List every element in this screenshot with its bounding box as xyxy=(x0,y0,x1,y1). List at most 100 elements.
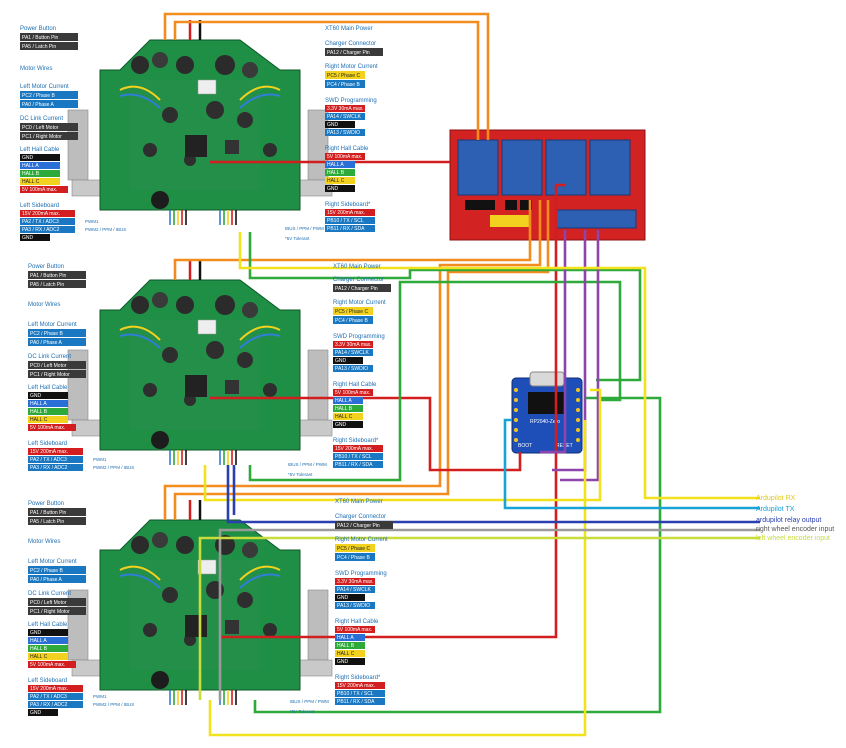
label-pc4: PC4 / Phase B xyxy=(327,82,360,88)
label-pc5: PC5 / Phase C xyxy=(327,73,360,79)
label-power-button: Power Button xyxy=(20,26,56,32)
label-pa3: PA3 / RX / ADC2 xyxy=(22,227,60,233)
label-charger: Charger Connector xyxy=(333,277,384,283)
board-2-right-labels: XT60 Main Power Charger Connector PA12 /… xyxy=(288,264,391,477)
label-pc0: PC0 / Left Motor xyxy=(30,600,67,606)
rp2040-zero-board: RP2040-Zero BOOT RESET xyxy=(511,371,583,454)
legend-ardupilot-rx: Ardupilot RX xyxy=(756,495,796,502)
legend-ardupilot-tx: Ardupilot TX xyxy=(756,506,795,513)
label-pwm1: PWM1 xyxy=(93,694,107,699)
label-gnd: GND xyxy=(337,595,349,601)
label-pa0: PA0 / Phase A xyxy=(30,577,63,583)
label-hall-a: HALL A xyxy=(22,163,39,169)
label-pa1: PA1 / Button Pin xyxy=(22,35,59,41)
label-hall-c: HALL C xyxy=(335,414,353,420)
label-pc5: PC5 / Phase C xyxy=(337,546,370,552)
label-pa0: PA0 / Phase A xyxy=(22,102,55,108)
label-pwm2: PWM2 / PPM / IBUS xyxy=(85,227,126,232)
label-15v: 15V 200mA max. xyxy=(327,210,365,216)
label-gnd-2: GND xyxy=(30,710,42,716)
mcu-model-label: RP2040-Zero xyxy=(530,419,560,425)
label-hall-c: HALL C xyxy=(22,179,40,185)
label-hall-a: HALL A xyxy=(30,401,47,407)
label-right-hall: Right Hall Cable xyxy=(335,619,379,625)
label-pa14: PA14 / SWCLK xyxy=(337,587,371,593)
label-5v: 5V 100mA max. xyxy=(327,154,362,160)
label-dc-link: DC Link Current xyxy=(28,354,71,360)
label-pwm1: PWM1 xyxy=(85,219,99,224)
label-pb10: PB10 / TX / SCL xyxy=(335,454,372,460)
label-left-motor-current: Left Motor Current xyxy=(20,84,69,90)
label-pa2: PA2 / TX / ADC3 xyxy=(22,219,59,225)
label-right-motor-current: Right Motor Current xyxy=(333,300,386,306)
wire-legend: Ardupilot RX Ardupilot TX ardupilot rela… xyxy=(756,495,834,542)
label-left-sideboard: Left Sideboard xyxy=(28,441,67,447)
label-pwm1: PWM1 xyxy=(93,457,107,462)
label-15v: 15V 200mA max. xyxy=(337,683,375,689)
label-gnd: GND xyxy=(30,630,42,636)
label-hall-b: HALL B xyxy=(335,406,353,412)
label-left-hall: Left Hall Cable xyxy=(20,147,60,153)
label-pa12: PA12 / Charger Pin xyxy=(337,523,380,529)
label-hall-a: HALL A xyxy=(30,638,47,644)
label-hall-a: HALL A xyxy=(335,398,352,404)
label-tolerant: *5V Tolerant xyxy=(285,236,310,241)
label-swd: SWD Programming xyxy=(333,334,385,340)
label-pc1: PC1 / Right Motor xyxy=(30,609,70,615)
label-xt60: XT60 Main Power xyxy=(325,26,373,32)
label-motor-wires: Motor Wires xyxy=(28,302,60,308)
label-pa13: PA13 / SWDIO xyxy=(335,366,368,372)
label-swd: SWD Programming xyxy=(335,571,387,577)
label-motor-wires: Motor Wires xyxy=(20,66,52,72)
label-pc4: PC4 / Phase B xyxy=(335,318,368,324)
label-left-sideboard: Left Sideboard xyxy=(20,203,59,209)
label-pa14: PA14 / SWCLK xyxy=(335,350,369,356)
label-pc0: PC0 / Left Motor xyxy=(30,363,67,369)
label-right-sideboard: Right Sideboard* xyxy=(335,675,381,681)
label-pc1: PC1 / Right Motor xyxy=(30,372,70,378)
label-right-sideboard: Right Sideboard* xyxy=(325,202,371,208)
label-pa2: PA2 / TX / ADC3 xyxy=(30,457,67,463)
label-pb11: PB11 / RX / SDA xyxy=(337,699,375,705)
label-left-hall: Left Hall Cable xyxy=(28,385,68,391)
legend-right-wheel-encoder: right wheel encoder input xyxy=(756,526,834,533)
label-pb10: PB10 / TX / SCL xyxy=(337,691,374,697)
label-right-sideboard: Right Sideboard* xyxy=(333,438,379,444)
label-gnd-2: GND xyxy=(337,659,349,665)
relay-module xyxy=(449,129,646,241)
label-pb11: PB11 / RX / SDA xyxy=(335,462,373,468)
label-hall-b: HALL B xyxy=(327,170,345,176)
label-pc5: PC5 / Phase C xyxy=(335,309,368,315)
label-power-button: Power Button xyxy=(28,501,64,507)
label-gnd: GND xyxy=(22,155,34,161)
label-ibus: IBUS / PPM / PWM xyxy=(290,699,329,704)
label-right-motor-current: Right Motor Current xyxy=(325,64,378,70)
label-dc-link: DC Link Current xyxy=(28,591,71,597)
label-pc0: PC0 / Left Motor xyxy=(22,125,59,131)
label-gnd: GND xyxy=(30,393,42,399)
label-pc1: PC1 / Right Motor xyxy=(22,134,62,140)
label-pa14: PA14 / SWCLK xyxy=(327,114,361,120)
board-3-right-labels: XT60 Main Power Charger Connector PA12 /… xyxy=(290,499,393,714)
label-gnd: GND xyxy=(335,358,347,364)
board-1-right-labels: XT60 Main Power Charger Connector PA12 /… xyxy=(285,26,383,241)
label-pa1: PA1 / Button Pin xyxy=(30,510,67,516)
label-pa2: PA2 / TX / ADC3 xyxy=(30,694,67,700)
label-3v3: 3.3V 30mA max. xyxy=(335,342,372,348)
label-3v3: 3.3V 30mA max. xyxy=(337,579,374,585)
label-left-sideboard: Left Sideboard xyxy=(28,678,67,684)
label-power-button: Power Button xyxy=(28,264,64,270)
label-tolerant: *5V Tolerant xyxy=(288,472,313,477)
label-pa0: PA0 / Phase A xyxy=(30,340,63,346)
board-1-left-labels: Power Button PA1 / Button Pin PA5 / Latc… xyxy=(20,26,126,241)
label-15v: 15V 200mA max. xyxy=(22,211,60,217)
label-tolerant: *5V Tolerant xyxy=(290,709,315,714)
label-hall-c: HALL C xyxy=(30,654,48,660)
label-pa12: PA12 / Charger Pin xyxy=(335,286,378,292)
label-gnd: GND xyxy=(327,122,339,128)
wires xyxy=(163,12,760,737)
label-right-hall: Right Hall Cable xyxy=(325,146,369,152)
hoverboard-controller-1 xyxy=(66,18,334,227)
label-charger: Charger Connector xyxy=(325,41,376,47)
